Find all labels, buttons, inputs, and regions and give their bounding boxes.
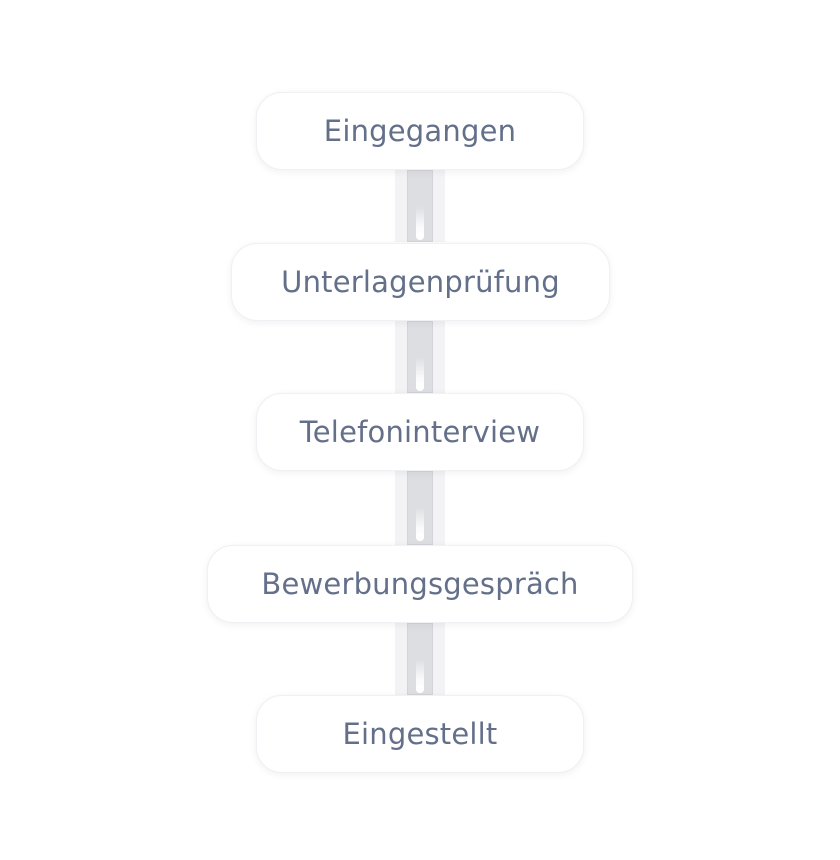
- stage-hired: Eingestellt: [256, 695, 584, 773]
- stage-label: Unterlagenprüfung: [281, 265, 560, 299]
- stage-label: Bewerbungsgespräch: [261, 567, 579, 601]
- stage-connector: [395, 623, 445, 695]
- down-arrow-icon: [416, 357, 424, 391]
- stage-label: Eingegangen: [323, 114, 517, 148]
- stage-connector: [395, 471, 445, 545]
- stage-document-review: Unterlagenprüfung: [231, 243, 610, 321]
- stage-label: Telefoninterview: [299, 415, 541, 449]
- stage-connector: [395, 170, 445, 242]
- down-arrow-icon: [416, 206, 424, 240]
- stage-connector: [395, 321, 445, 393]
- down-arrow-icon: [416, 659, 424, 693]
- stage-job-interview: Bewerbungsgespräch: [207, 545, 633, 623]
- stage-phone-interview: Telefoninterview: [256, 393, 584, 471]
- stage-received: Eingegangen: [256, 92, 584, 170]
- down-arrow-icon: [416, 507, 424, 541]
- stage-label: Eingestellt: [342, 717, 498, 751]
